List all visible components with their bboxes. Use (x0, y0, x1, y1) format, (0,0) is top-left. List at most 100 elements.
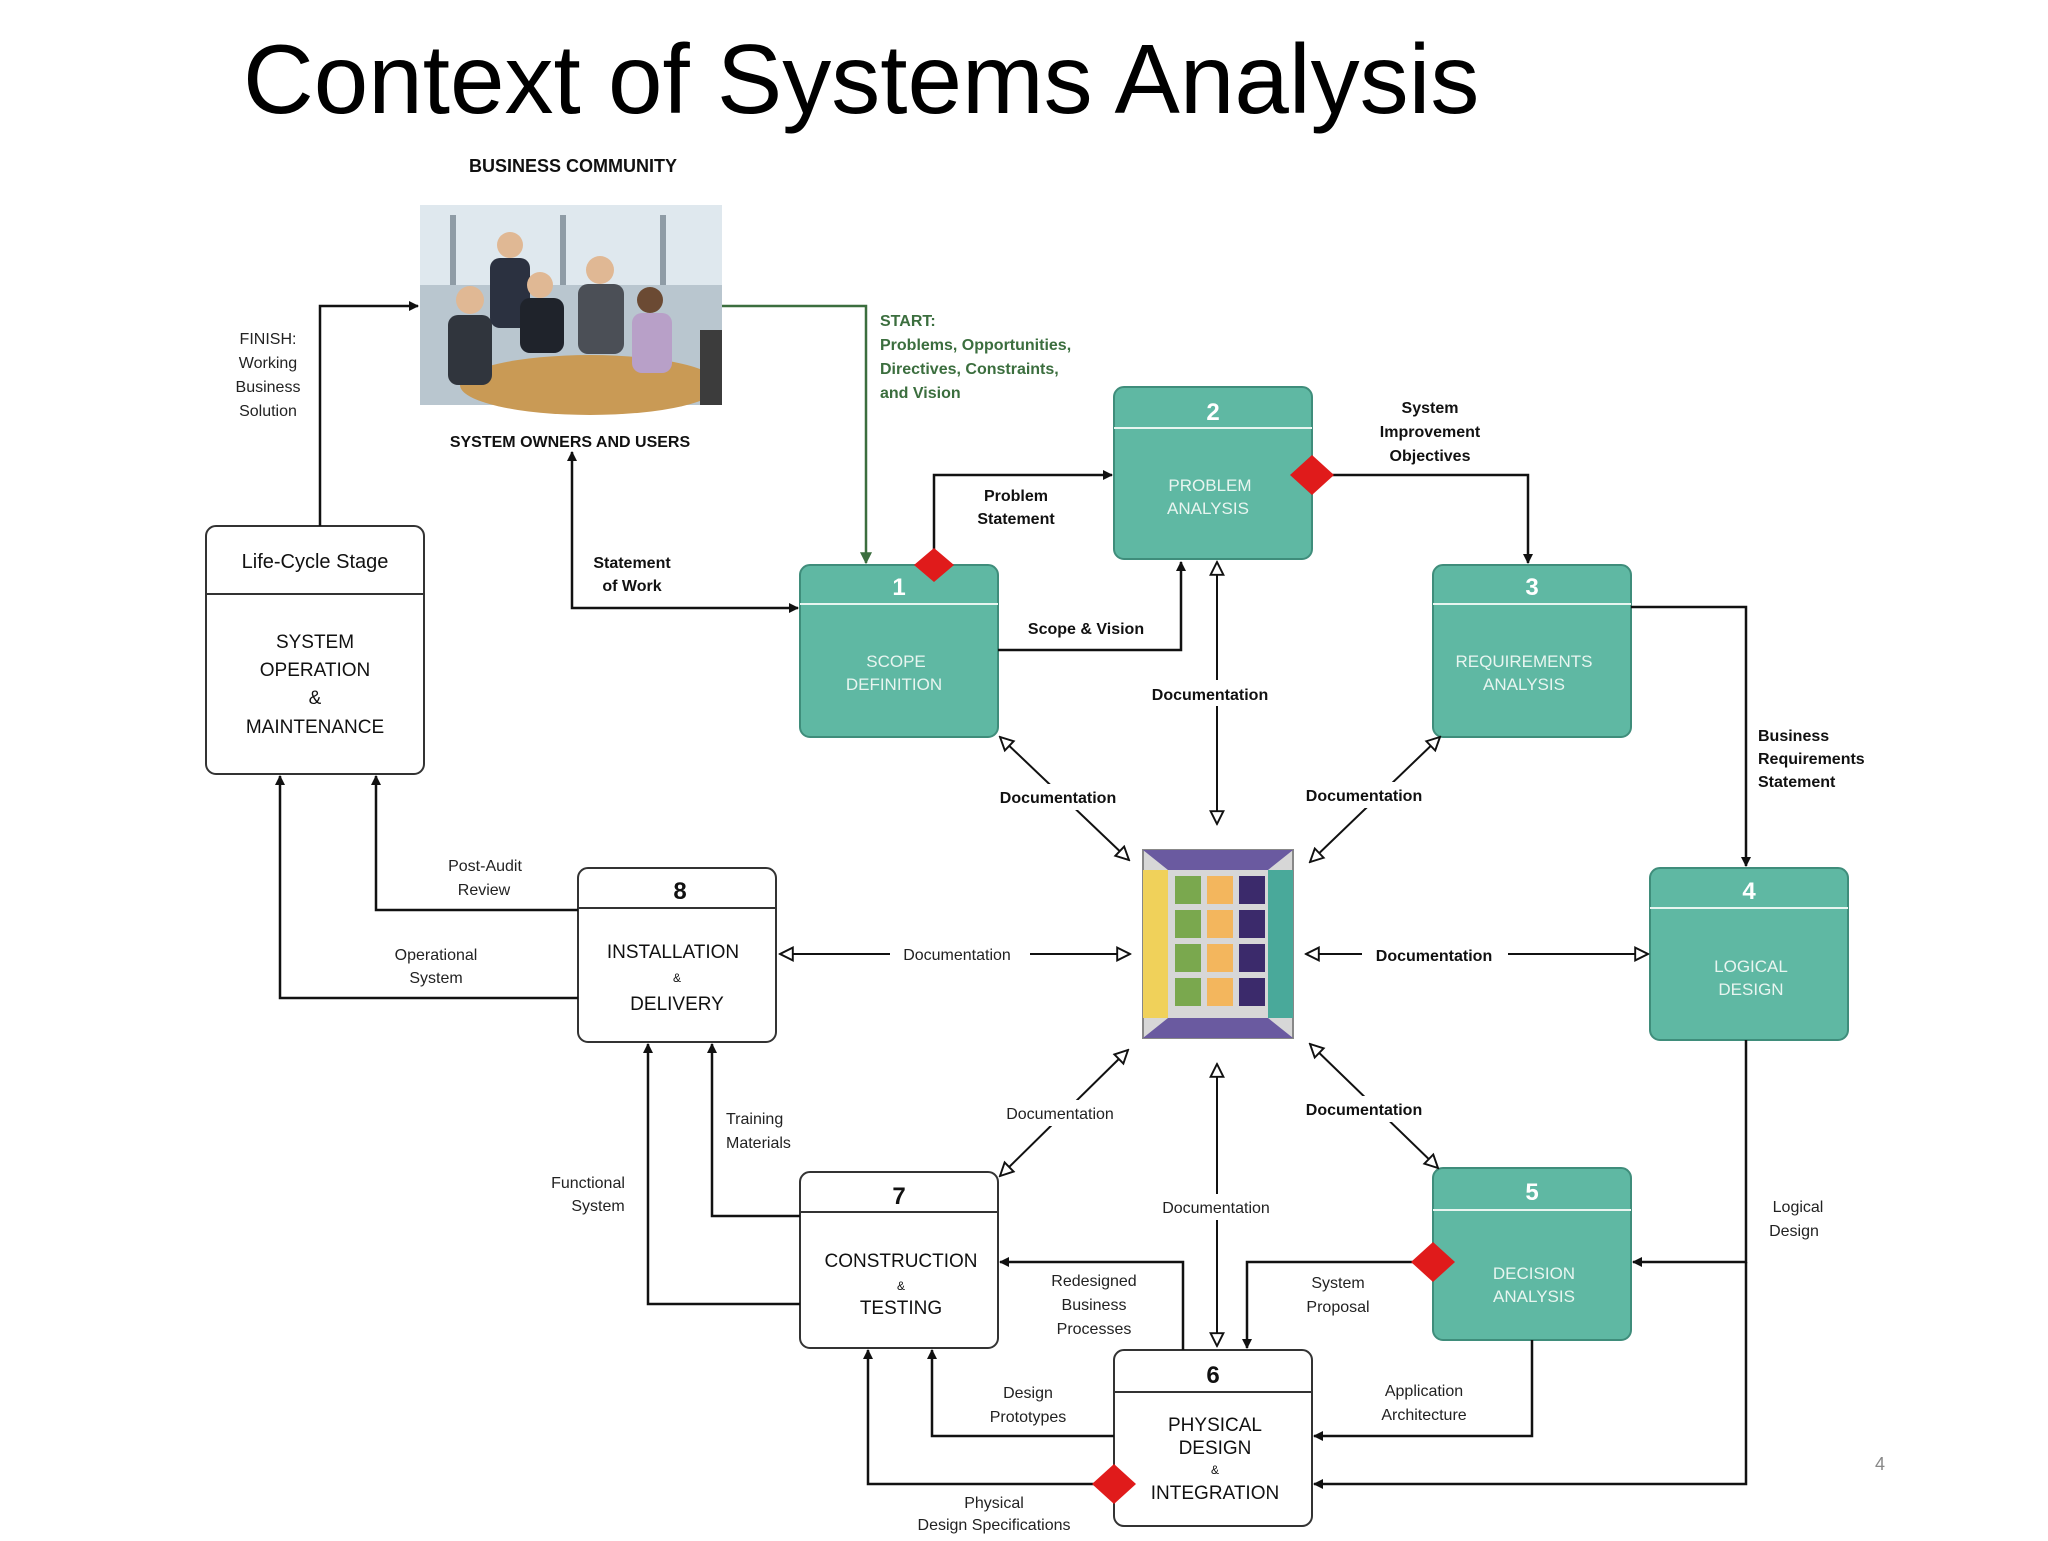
svg-text:2: 2 (1206, 399, 1219, 426)
svg-text:Business: Business (1062, 1297, 1127, 1314)
phase-2-problem-analysis[interactable]: 2 PROBLEM ANALYSIS (1113, 386, 1313, 560)
design-prototypes-arrow (927, 1349, 1114, 1438)
functional-system-arrow (643, 1043, 800, 1306)
diamond-phase-6 (1092, 1464, 1136, 1504)
business-community-heading: BUSINESS COMMUNITY (469, 156, 677, 176)
system-owners-label: SYSTEM OWNERS AND USERS (450, 434, 691, 451)
svg-text:ANALYSIS: ANALYSIS (1167, 499, 1249, 518)
svg-text:Training: Training (726, 1111, 783, 1128)
svg-text:Solution: Solution (239, 403, 297, 420)
svg-text:Materials: Materials (726, 1135, 791, 1152)
svg-text:Prototypes: Prototypes (990, 1409, 1066, 1426)
svg-text:Proposal: Proposal (1306, 1299, 1369, 1316)
svg-text:Requirements: Requirements (1758, 751, 1865, 768)
logical-design-to-6-arrow (1313, 1262, 1748, 1489)
svg-text:&: & (1211, 1463, 1219, 1477)
svg-text:Design Specifications: Design Specifications (918, 1517, 1071, 1534)
redesigned-processes-arrow (999, 1257, 1185, 1350)
svg-text:INTEGRATION: INTEGRATION (1151, 1483, 1279, 1504)
doc-label-north: Documentation (1152, 687, 1268, 704)
phase-5-decision-analysis[interactable]: 5 DECISION ANALYSIS (1432, 1167, 1632, 1341)
svg-text:Problem: Problem (984, 488, 1048, 505)
svg-text:System: System (1402, 400, 1459, 417)
svg-text:Business: Business (1758, 728, 1829, 745)
svg-text:Working: Working (239, 355, 297, 372)
svg-text:7: 7 (892, 1183, 905, 1210)
phase-8-installation-delivery[interactable]: 8 INSTALLATION & DELIVERY (577, 867, 777, 1043)
svg-text:ANALYSIS: ANALYSIS (1483, 675, 1565, 694)
svg-text:Processes: Processes (1057, 1321, 1132, 1338)
doc-label-sw: Documentation (1006, 1106, 1114, 1123)
diamond-phase-2 (1290, 455, 1334, 495)
system-improvement-arrow (1312, 473, 1533, 564)
svg-text:and Vision: and Vision (880, 385, 961, 402)
diamond-phase-5 (1411, 1242, 1455, 1282)
svg-text:System: System (571, 1198, 624, 1215)
svg-text:DELIVERY: DELIVERY (630, 994, 724, 1015)
physical-spec-arrow (863, 1349, 1114, 1486)
doc-label-south: Documentation (1162, 1200, 1270, 1217)
repository-icon (1142, 849, 1294, 1039)
start-arrow (722, 304, 872, 565)
svg-text:Logical: Logical (1773, 1199, 1824, 1216)
phase-6-physical-design[interactable]: 6 PHYSICAL DESIGN & INTEGRATION (1113, 1349, 1313, 1527)
svg-text:&: & (673, 971, 681, 985)
svg-text:4: 4 (1742, 878, 1756, 905)
svg-text:Physical: Physical (964, 1495, 1024, 1512)
svg-text:Review: Review (458, 882, 511, 899)
doc-label-ne: Documentation (1306, 788, 1422, 805)
svg-text:Statement: Statement (977, 511, 1055, 528)
svg-text:Architecture: Architecture (1381, 1407, 1466, 1424)
svg-text:SCOPE: SCOPE (866, 652, 926, 671)
lifecycle-header: Life-Cycle Stage (242, 551, 389, 573)
svg-text:Design: Design (1769, 1223, 1819, 1240)
svg-text:System: System (409, 970, 462, 987)
svg-text:Directives, Constraints,: Directives, Constraints, (880, 361, 1059, 378)
statement-of-work-arrow (567, 451, 799, 613)
svg-text:6: 6 (1206, 1362, 1219, 1389)
start-note: START: Problems, Opportunities, Directiv… (880, 313, 1071, 402)
svg-text:PHYSICAL: PHYSICAL (1168, 1415, 1262, 1436)
doc-label-nw: Documentation (1000, 790, 1116, 807)
svg-text:Statement: Statement (593, 555, 671, 572)
phase-3-requirements-analysis[interactable]: 3 REQUIREMENTS ANALYSIS (1432, 564, 1632, 738)
svg-text:Business: Business (236, 379, 301, 396)
svg-text:Problems, Opportunities,: Problems, Opportunities, (880, 337, 1071, 354)
doc-label-east: Documentation (1376, 948, 1492, 965)
training-materials-arrow (707, 1043, 800, 1218)
finish-arrow (318, 301, 419, 526)
problem-statement-arrow (932, 470, 1113, 565)
business-requirements-arrow (1631, 605, 1751, 867)
svg-text:MAINTENANCE: MAINTENANCE (246, 717, 384, 738)
svg-text:Redesigned: Redesigned (1051, 1273, 1136, 1290)
application-architecture-arrow (1313, 1340, 1534, 1441)
svg-text:Operational: Operational (395, 947, 478, 964)
svg-text:DECISION: DECISION (1493, 1264, 1575, 1283)
svg-text:Scope & Vision: Scope & Vision (1028, 621, 1144, 638)
svg-text:Post-Audit: Post-Audit (448, 858, 522, 875)
system-proposal-arrow (1242, 1260, 1433, 1349)
svg-text:LOGICAL: LOGICAL (1714, 957, 1788, 976)
svg-text:DESIGN: DESIGN (1718, 980, 1783, 999)
svg-text:PROBLEM: PROBLEM (1168, 476, 1251, 495)
svg-text:START:: START: (880, 313, 936, 330)
svg-text:3: 3 (1525, 574, 1538, 601)
svg-text:ANALYSIS: ANALYSIS (1493, 1287, 1575, 1306)
page-title: Context of Systems Analysis (243, 24, 1479, 134)
svg-text:1: 1 (892, 574, 905, 601)
phase-1-scope-definition[interactable]: 1 SCOPE DEFINITION (799, 564, 999, 738)
operational-system-arrow (275, 775, 578, 1000)
meeting-photo-icon (420, 205, 722, 415)
doc-label-west: Documentation (903, 947, 1011, 964)
svg-text:FINISH:: FINISH: (240, 331, 297, 348)
post-audit-arrow (371, 775, 578, 912)
scope-vision-arrow (998, 561, 1186, 652)
phase-7-construction-testing[interactable]: 7 CONSTRUCTION & TESTING (799, 1171, 999, 1349)
phase-4-logical-design[interactable]: 4 LOGICAL DESIGN (1649, 867, 1849, 1041)
svg-text:CONSTRUCTION: CONSTRUCTION (824, 1251, 977, 1272)
svg-text:Functional: Functional (551, 1175, 625, 1192)
finish-note: FINISH: Working Business Solution (236, 331, 301, 420)
svg-text:DEFINITION: DEFINITION (846, 675, 942, 694)
